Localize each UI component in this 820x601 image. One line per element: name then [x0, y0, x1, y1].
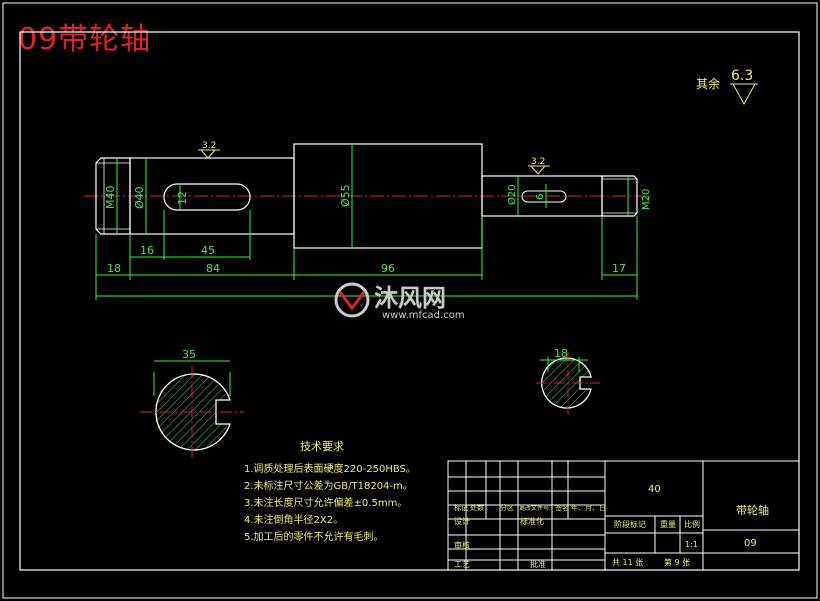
section-view-1: 35 — [140, 348, 244, 458]
part-name: 带轮轴 — [736, 503, 769, 517]
sheet-count: 共 11 张 — [612, 558, 643, 567]
dim-len-45: 45 — [201, 244, 215, 257]
dim-len-17: 17 — [612, 262, 626, 275]
scale-value: 1:1 — [685, 540, 698, 549]
watermark-brand: 沐风网 — [374, 284, 446, 312]
shaft-view — [84, 143, 650, 249]
tech-item-4: 4.未注倒角半径2X2。 — [244, 513, 343, 526]
dim-d40: Ø40 — [133, 186, 146, 209]
dim-keyway-6: 6 — [535, 194, 546, 200]
technical-requirements: 技术要求 1.调质处理后表面硬度220-250HBS。 2.未标注尺寸公差为GB… — [244, 440, 416, 543]
label-approve: 批准 — [530, 559, 546, 569]
rev-header-date: 年、月、日 — [571, 503, 606, 512]
roughness-label: 其余 — [696, 76, 720, 91]
dim-m40: M40 — [104, 186, 117, 210]
tech-item-3: 3.未注长度尺寸允许偏差±0.5mm。 — [244, 496, 407, 509]
dim-keyway-12: 12 — [176, 191, 189, 205]
label-scale: 比例 — [684, 519, 700, 529]
watermark-logo-icon — [334, 282, 370, 318]
rev-header-mark: 标记 — [454, 503, 468, 512]
rev-header-count: 处数 — [470, 503, 484, 512]
label-stage: 阶段标记 — [614, 519, 646, 529]
roughness-value: 6.3 — [731, 68, 753, 84]
section-1-width: 35 — [182, 348, 196, 361]
title-block-text: 标记 处数 分区 更改文件号 签名 年、月、日 设计 标准化 审核 工艺 批准 … — [454, 484, 769, 569]
rev-header-sign: 签名 — [555, 503, 569, 512]
tech-heading: 技术要求 — [300, 440, 344, 453]
dim-len-16: 16 — [140, 244, 154, 257]
keyway-1 — [163, 183, 251, 211]
dim-d55: Ø55 — [339, 184, 352, 207]
section-2-width: 18 — [554, 347, 568, 360]
watermark-url: www.mfcad.com — [382, 310, 465, 321]
drawing-title: 09带轮轴 — [18, 22, 152, 57]
diameter-dimensions — [116, 144, 629, 248]
tech-item-5: 5.加工后的零件不允许有毛刺。 — [244, 530, 384, 543]
tech-item-1: 1.调质处理后表面硬度220-250HBS。 — [244, 462, 416, 475]
tech-item-2: 2.未标注尺寸公差为GB/T18204-m。 — [244, 479, 413, 492]
label-review: 审核 — [454, 540, 470, 550]
sheet-number: 第 9 张 — [664, 557, 690, 567]
rev-header-zone: 分区 — [500, 503, 514, 512]
label-design: 设计 — [454, 516, 470, 526]
rev-header-doc: 更改文件号 — [519, 504, 549, 512]
keyway-2 — [521, 190, 567, 203]
general-roughness-note: 其余 6.3 — [696, 68, 758, 106]
title-block — [447, 460, 800, 571]
length-dimension-lines — [95, 210, 638, 300]
label-standardization: 标准化 — [520, 516, 544, 526]
shaft-roughness-marks: 3.2 3.2 — [198, 141, 550, 175]
section-view-2: 18 — [536, 347, 600, 414]
inner-frame — [19, 31, 800, 571]
watermark: 沐风网 www.mfcad.com — [334, 282, 465, 321]
drawing-number: 09 — [744, 538, 757, 549]
dim-len-96: 96 — [381, 262, 395, 275]
roughness-mark-1: 3.2 — [202, 141, 216, 151]
material: 40 — [648, 484, 661, 495]
dim-d20: Ø20 — [506, 184, 518, 205]
label-process: 工艺 — [454, 560, 470, 569]
roughness-mark-2: 3.2 — [531, 157, 545, 167]
label-weight: 重量 — [660, 519, 676, 529]
dim-len-84: 84 — [206, 262, 220, 275]
dim-len-18: 18 — [107, 262, 121, 275]
dim-m20: M20 — [641, 189, 652, 210]
